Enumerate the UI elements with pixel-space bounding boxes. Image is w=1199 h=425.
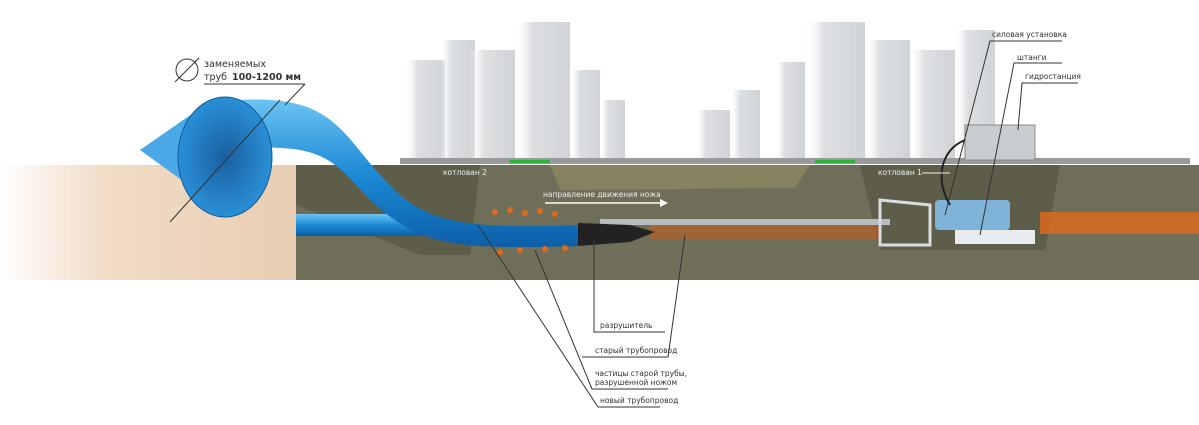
new-pipe-segment — [296, 214, 426, 236]
svg-text:разрушитель: разрушитель — [600, 321, 652, 330]
city-buildings — [405, 22, 995, 160]
pit-1-label: котлован 1 — [878, 168, 922, 177]
svg-text:старый трубопровод: старый трубопровод — [595, 346, 677, 355]
diameter-label: заменяемых труб 100-1200 мм — [174, 57, 306, 106]
svg-text:100-1200 мм: 100-1200 мм — [232, 72, 301, 83]
hydro-station — [964, 124, 1036, 161]
old-pipe — [650, 225, 880, 239]
pit-2-label: котлован 2 — [443, 168, 487, 177]
pipe-mouth — [177, 96, 273, 218]
svg-text:заменяемых: заменяемых — [204, 59, 266, 70]
breaker — [578, 223, 655, 246]
part-labels: разрушитель старый трубопровод частицы с… — [477, 224, 687, 408]
svg-text:новый трубопровод: новый трубопровод — [600, 396, 678, 405]
new-pipe — [240, 99, 580, 248]
road — [400, 158, 1190, 164]
power-unit — [878, 198, 1035, 247]
rods — [600, 219, 890, 225]
old-pipe-right — [1040, 212, 1199, 234]
svg-text:штанги: штанги — [1017, 53, 1047, 62]
old-pipe-particles — [492, 207, 568, 255]
svg-text:разрушенной ножом: разрушенной ножом — [595, 378, 677, 387]
direction-label: направление движения ножа — [543, 190, 661, 199]
svg-text:силовая установка: силовая установка — [992, 30, 1067, 39]
road-trench — [550, 165, 810, 190]
equipment-labels: силовая установка штанги гидростанция — [944, 30, 1081, 236]
svg-text:частицы старой трубы,: частицы старой трубы, — [595, 369, 687, 378]
svg-text:гидростанция: гидростанция — [1025, 72, 1081, 81]
svg-text:труб: труб — [204, 72, 227, 83]
